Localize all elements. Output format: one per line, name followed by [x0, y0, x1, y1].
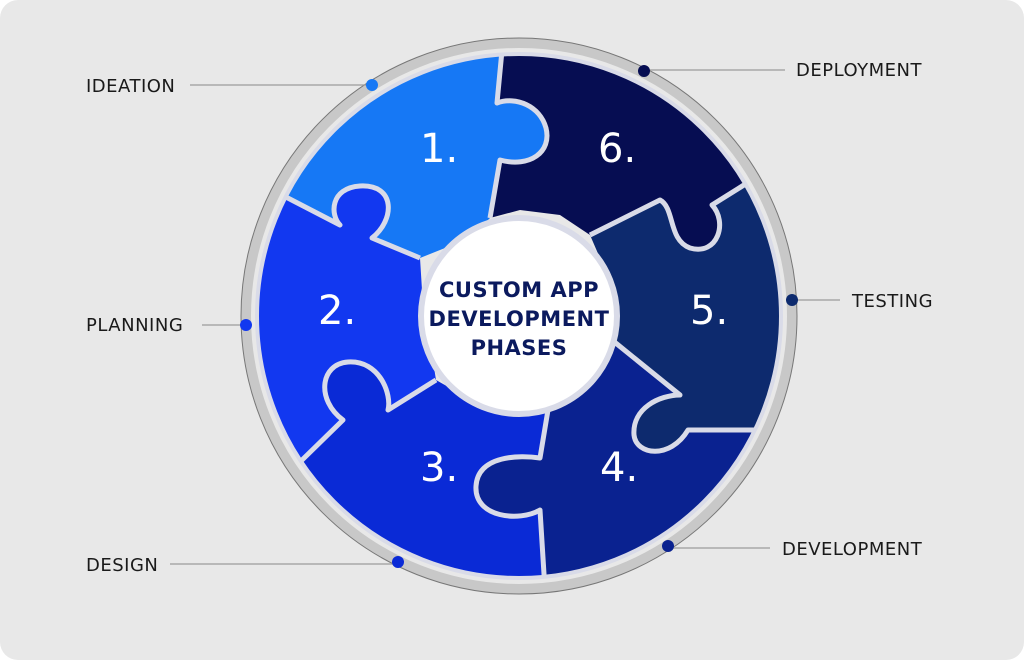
piece-borders: [280, 54, 781, 578]
border-5-6: [588, 147, 781, 252]
planning-dot: [240, 319, 252, 331]
border-1-6: [487, 54, 550, 219]
border-1-2: [280, 183, 421, 261]
design-dot: [392, 556, 404, 568]
disc-edge: [255, 52, 783, 580]
leader-lines: [170, 69, 840, 565]
phase-number-2: 2.: [318, 288, 356, 334]
border-2-3: [298, 359, 438, 464]
deployment-dot: [638, 65, 650, 77]
center-title-line-1: CUSTOM APP: [439, 278, 599, 302]
center-title-line-3: PHASES: [471, 336, 568, 360]
label-testing: TESTING: [851, 291, 933, 312]
phase-number-5: 5.: [690, 288, 728, 334]
label-development: DEVELOPMENT: [782, 539, 923, 560]
ideation-dot: [366, 79, 378, 91]
border-3-4: [473, 409, 551, 578]
piece-5-testing: [590, 170, 781, 452]
testing-dot: [786, 294, 798, 306]
outer-ring: [241, 38, 797, 594]
phase-number-4: 4.: [600, 445, 638, 491]
label-ideation: IDEATION: [86, 76, 175, 97]
center-title-line-2: DEVELOPMENT: [429, 307, 610, 331]
border-4-5: [610, 338, 760, 454]
phase-number-3: 3.: [420, 445, 458, 491]
development-dot: [662, 540, 674, 552]
label-planning: PLANNING: [86, 315, 183, 336]
label-deployment: DEPLOYMENT: [796, 60, 923, 81]
phase-number-1: 1.: [420, 126, 458, 172]
outer-ring-outline: [240, 37, 798, 595]
phase-number-6: 6.: [598, 126, 636, 172]
center-circle: [418, 215, 620, 417]
label-design: DESIGN: [86, 555, 158, 576]
